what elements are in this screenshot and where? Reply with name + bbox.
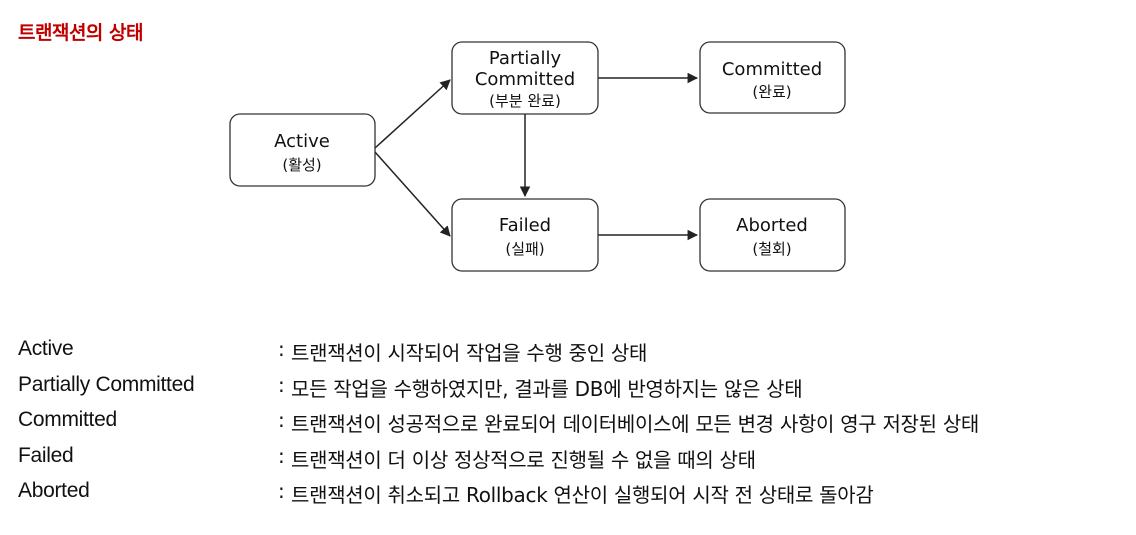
- definition-term: Partially Committed: [18, 372, 195, 396]
- definition-term: Active: [18, 337, 74, 360]
- transaction-state-diagram: Active (활성) Partially Committed (부분 완료) …: [229, 41, 846, 272]
- state-definitions: Active : 트랜잭션이 시작되어 작업을 수행 중인 상태 Partial…: [18, 333, 1118, 511]
- transition-active-to-failed: [374, 151, 451, 237]
- definition-row-committed: Committed : 트랜잭션이 성공적으로 완료되어 데이터베이스에 모든 …: [18, 404, 1118, 440]
- definition-separator: :: [278, 443, 285, 468]
- state-aborted: Aborted (철회): [699, 198, 846, 272]
- state-committed-name: Committed: [722, 59, 822, 80]
- definition-separator: :: [278, 408, 285, 432]
- state-partially-committed: Partially Committed (부분 완료): [451, 41, 599, 115]
- definition-row-failed: Failed : 트랜잭션이 더 이상 정상적으로 진행될 수 없을 때의 상태: [18, 440, 1118, 476]
- definition-term: Failed: [18, 443, 74, 467]
- definition-description: 트랜잭션이 더 이상 정상적으로 진행될 수 없을 때의 상태: [291, 447, 756, 472]
- state-failed: Failed (실패): [451, 198, 599, 272]
- definition-description: 트랜잭션이 시작되어 작업을 수행 중인 상태: [291, 341, 648, 365]
- definition-term: Aborted: [18, 479, 90, 502]
- state-partially-committed-korean: (부분 완료): [489, 92, 561, 110]
- transition-active-to-partially-committed: [374, 79, 451, 149]
- diagram-title: 트랜잭션의 상태: [18, 22, 143, 44]
- state-partially-committed-name-line1: Partially: [489, 48, 562, 69]
- state-committed: Committed (완료): [699, 41, 846, 114]
- definition-term: Committed: [18, 408, 117, 431]
- state-failed-name: Failed: [499, 215, 551, 236]
- definition-description: 트랜잭션이 성공적으로 완료되어 데이터베이스에 모든 변경 사항이 영구 저장…: [291, 412, 980, 436]
- state-active-name: Active: [274, 131, 330, 152]
- state-failed-korean: (실패): [505, 240, 544, 258]
- definition-row-aborted: Aborted : 트랜잭션이 취소되고 Rollback 연산이 실행되어 시…: [18, 475, 1118, 511]
- definition-row-partially-committed: Partially Committed : 모든 작업을 수행하였지만, 결과를…: [18, 369, 1118, 405]
- state-aborted-name: Aborted: [736, 215, 808, 236]
- state-aborted-korean: (철회): [752, 240, 791, 258]
- state-active-korean: (활성): [282, 156, 321, 174]
- state-partially-committed-name-line2: Committed: [475, 69, 575, 90]
- state-active: Active (활성): [229, 113, 376, 187]
- definition-separator: :: [278, 337, 285, 361]
- definition-row-active: Active : 트랜잭션이 시작되어 작업을 수행 중인 상태: [18, 333, 1118, 369]
- definition-separator: :: [278, 372, 285, 397]
- definition-description: 트랜잭션이 취소되고 Rollback 연산이 실행되어 시작 전 상태로 돌아…: [291, 483, 874, 507]
- definition-separator: :: [278, 479, 285, 503]
- state-committed-korean: (완료): [752, 83, 791, 101]
- definition-description: 모든 작업을 수행하였지만, 결과를 DB에 반영하지는 않은 상태: [291, 376, 803, 401]
